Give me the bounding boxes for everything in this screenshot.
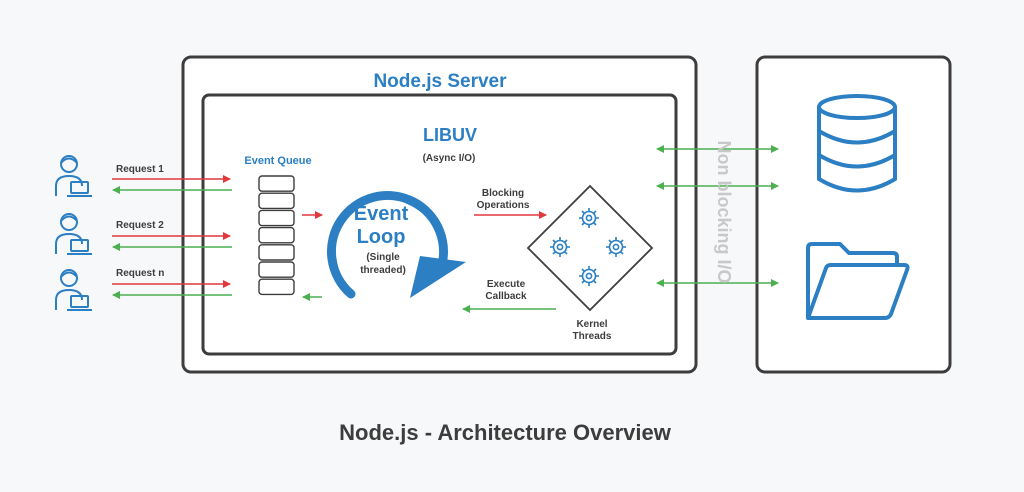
event-loop-arrow bbox=[327, 191, 448, 299]
folder-icon bbox=[806, 242, 910, 320]
kernel-label-1: Kernel bbox=[576, 319, 607, 330]
user-laptop-icon bbox=[55, 155, 93, 197]
storage-frame bbox=[755, 55, 952, 374]
client-3 bbox=[55, 269, 93, 311]
user-laptop-icon bbox=[55, 269, 93, 311]
database-icon bbox=[817, 94, 897, 193]
event-queue-slot bbox=[258, 226, 295, 244]
event-loop-sub-1: (Single bbox=[366, 252, 400, 263]
event-queue-slot bbox=[258, 192, 295, 210]
diagram-caption: Node.js - Architecture Overview bbox=[339, 420, 672, 445]
libuv-title: LIBUV bbox=[423, 125, 477, 145]
kernel-label-2: Threads bbox=[573, 331, 612, 342]
blocking-label-2: Operations bbox=[477, 200, 530, 211]
event-queue bbox=[258, 175, 295, 296]
event-queue-slot bbox=[258, 209, 295, 227]
event-queue-slot bbox=[258, 278, 295, 296]
event-queue-slot bbox=[258, 261, 295, 278]
event-loop-title-2: Loop bbox=[357, 226, 406, 248]
client-2 bbox=[55, 213, 93, 255]
node-server-title: Node.js Server bbox=[373, 71, 507, 92]
event-queue-slot bbox=[258, 175, 295, 192]
request-label-3: Request n bbox=[116, 268, 164, 279]
event-queue-label: Event Queue bbox=[244, 155, 311, 167]
libuv-subtitle: (Async I/O) bbox=[423, 153, 476, 164]
non-blocking-io-label: Non blocking I/O bbox=[714, 141, 734, 284]
event-loop-title-1: Event bbox=[354, 203, 409, 225]
client-1 bbox=[55, 155, 93, 197]
request-label-1: Request 1 bbox=[116, 164, 164, 175]
callback-label-2: Callback bbox=[485, 291, 527, 302]
kernel-threads-diamond bbox=[526, 184, 654, 312]
request-label-2: Request 2 bbox=[116, 220, 164, 231]
user-laptop-icon bbox=[55, 213, 93, 255]
callback-label-1: Execute bbox=[487, 279, 526, 290]
event-queue-slot bbox=[258, 244, 295, 261]
blocking-label-1: Blocking bbox=[482, 188, 524, 199]
event-loop-sub-2: threaded) bbox=[360, 265, 406, 276]
event-loop-arrowhead bbox=[410, 256, 466, 298]
